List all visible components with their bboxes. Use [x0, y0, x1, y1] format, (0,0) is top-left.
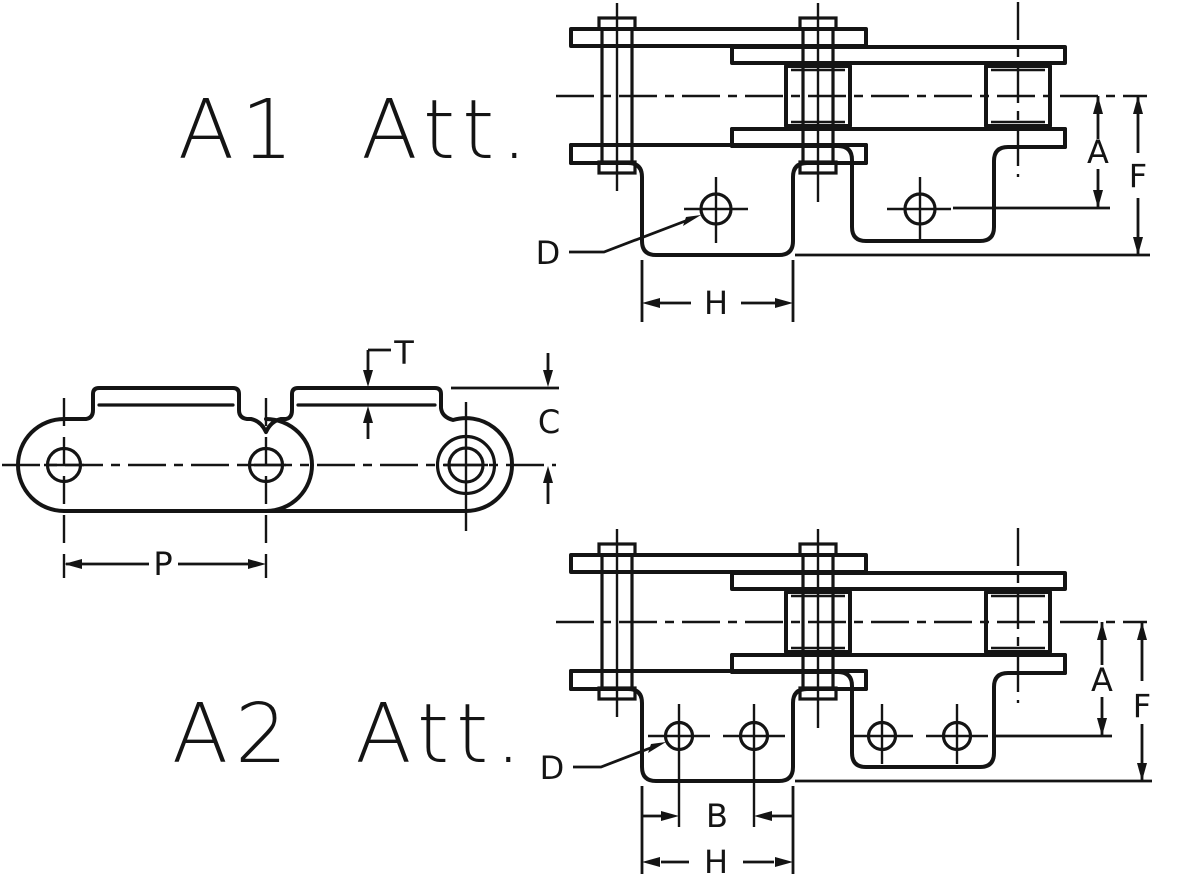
a1-leader-d: D: [536, 215, 701, 272]
a1-holes: [684, 177, 951, 243]
a2-h-arrow-left: [642, 857, 660, 867]
a2-hole-3-crosshair: [851, 704, 913, 764]
a1-f-arrow-up: [1133, 96, 1143, 114]
a2-b-arrow-right: [661, 811, 679, 821]
t-arrow-up: [363, 406, 373, 423]
a2-dimension-h: H: [640, 786, 795, 876]
c-arrow-down: [543, 370, 553, 387]
a2-h-arrow-right: [775, 857, 793, 867]
a2-a-arrow-down: [1097, 718, 1107, 736]
a2-f-arrow-down: [1137, 763, 1147, 781]
pitch-extension-lines: [62, 398, 268, 578]
a1-attachment-drawing: A1 Att. A F H: [178, 0, 1150, 322]
p-arrow-right: [248, 559, 266, 569]
dim-label-p: P: [153, 545, 172, 583]
a2-d-leader-line: [573, 745, 654, 769]
a2-d-arrowhead: [648, 742, 666, 753]
a1-dimension-a: A: [1087, 96, 1109, 208]
a1-h-dim-lines: [640, 260, 795, 322]
dim-label-a2-d: D: [540, 749, 565, 787]
p-arrow-left: [64, 559, 82, 569]
dim-label-c: C: [538, 403, 560, 441]
dim-label-a1-a: A: [1087, 133, 1109, 171]
a1-chain-body: [554, 0, 1149, 257]
dimension-p: P: [64, 545, 266, 583]
c-dim-lines: [451, 353, 559, 504]
a1-dimension-h: H: [640, 260, 795, 322]
a2-title: A2 Att.: [172, 687, 528, 782]
dim-label-a1-h: H: [704, 284, 728, 322]
a1-h-arrow-right: [775, 298, 793, 308]
a2-hole-1-crosshair: [648, 704, 710, 827]
dim-label-a1-f: F: [1129, 157, 1147, 195]
a2-dimension-b: B: [643, 797, 792, 835]
link-plates-outline: [16, 386, 515, 513]
dimension-t: T: [363, 334, 414, 439]
a2-leader-d: D: [540, 742, 666, 787]
a2-dimension-a: A: [1091, 622, 1113, 736]
a2-hole-2-crosshair: [723, 704, 785, 827]
a1-a-arrow-down: [1093, 190, 1103, 208]
a1-h-arrow-left: [642, 298, 660, 308]
a2-h-dim-lines: [640, 786, 795, 874]
dim-label-a2-a: A: [1091, 661, 1113, 699]
a1-d-arrowhead: [683, 215, 701, 226]
dim-label-t: T: [393, 334, 414, 372]
a2-attachment-drawing: A2 Att. A F: [172, 526, 1152, 876]
a1-d-leader-line: [569, 218, 689, 254]
a2-b-arrow-left: [754, 811, 772, 821]
a2-f-arrow-up: [1137, 622, 1147, 640]
dimension-c: C: [451, 353, 560, 504]
a2-hole-4-crosshair: [926, 704, 988, 764]
dim-label-a2-h: H: [704, 843, 728, 876]
middle-plate-end-arc: [264, 417, 314, 513]
a2-holes: [648, 704, 988, 827]
a1-title: A1 Att.: [178, 83, 534, 178]
a1-hole-2-crosshair: [887, 177, 951, 243]
a1-a-arrow-up: [1093, 96, 1103, 114]
a1-dimension-f: F: [1129, 96, 1147, 255]
dim-label-a1-d: D: [536, 234, 561, 272]
t-arrow-down: [363, 370, 373, 387]
a2-a-arrow-up: [1097, 622, 1107, 640]
side-view-drawing: P T C: [2, 334, 560, 583]
a2-dimension-f: F: [1133, 622, 1151, 781]
a1-hole-1-crosshair: [684, 177, 748, 243]
dim-label-a2-b: B: [706, 797, 728, 835]
dim-label-a2-f: F: [1133, 687, 1151, 725]
c-arrow-up: [543, 466, 553, 483]
t-dim-lines: [366, 348, 391, 439]
a2-chain-body: [554, 526, 1149, 783]
a1-f-arrow-down: [1133, 237, 1143, 255]
